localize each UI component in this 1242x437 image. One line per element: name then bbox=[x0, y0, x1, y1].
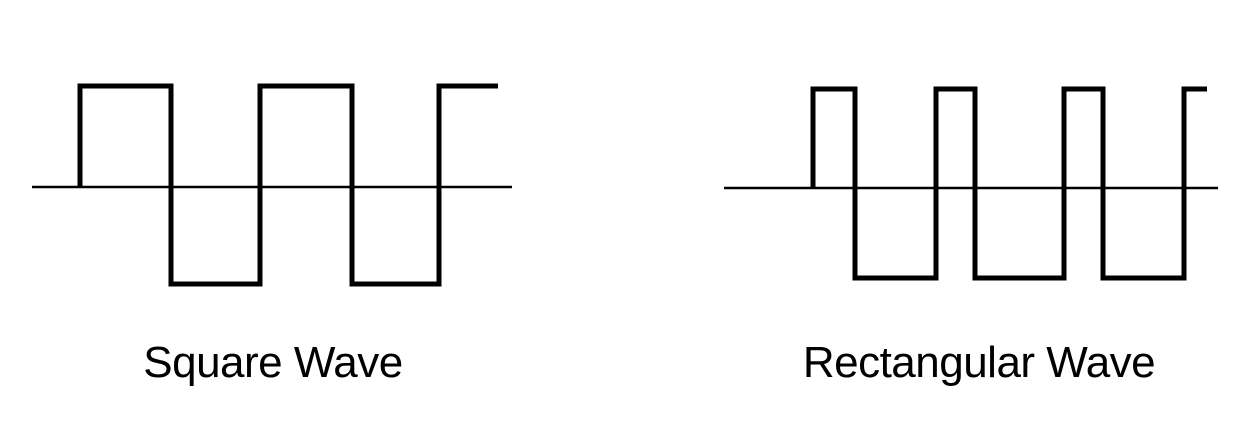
rectangular-wave-diagram: Rectangular Wave bbox=[724, 86, 1218, 387]
square-wave-signal bbox=[77, 83, 498, 287]
square-wave-diagram: Square Wave bbox=[32, 83, 512, 387]
rectangular-wave-signal bbox=[810, 86, 1207, 281]
square-wave-label: Square Wave bbox=[143, 338, 402, 387]
rectangular-wave-label: Rectangular Wave bbox=[803, 338, 1155, 387]
